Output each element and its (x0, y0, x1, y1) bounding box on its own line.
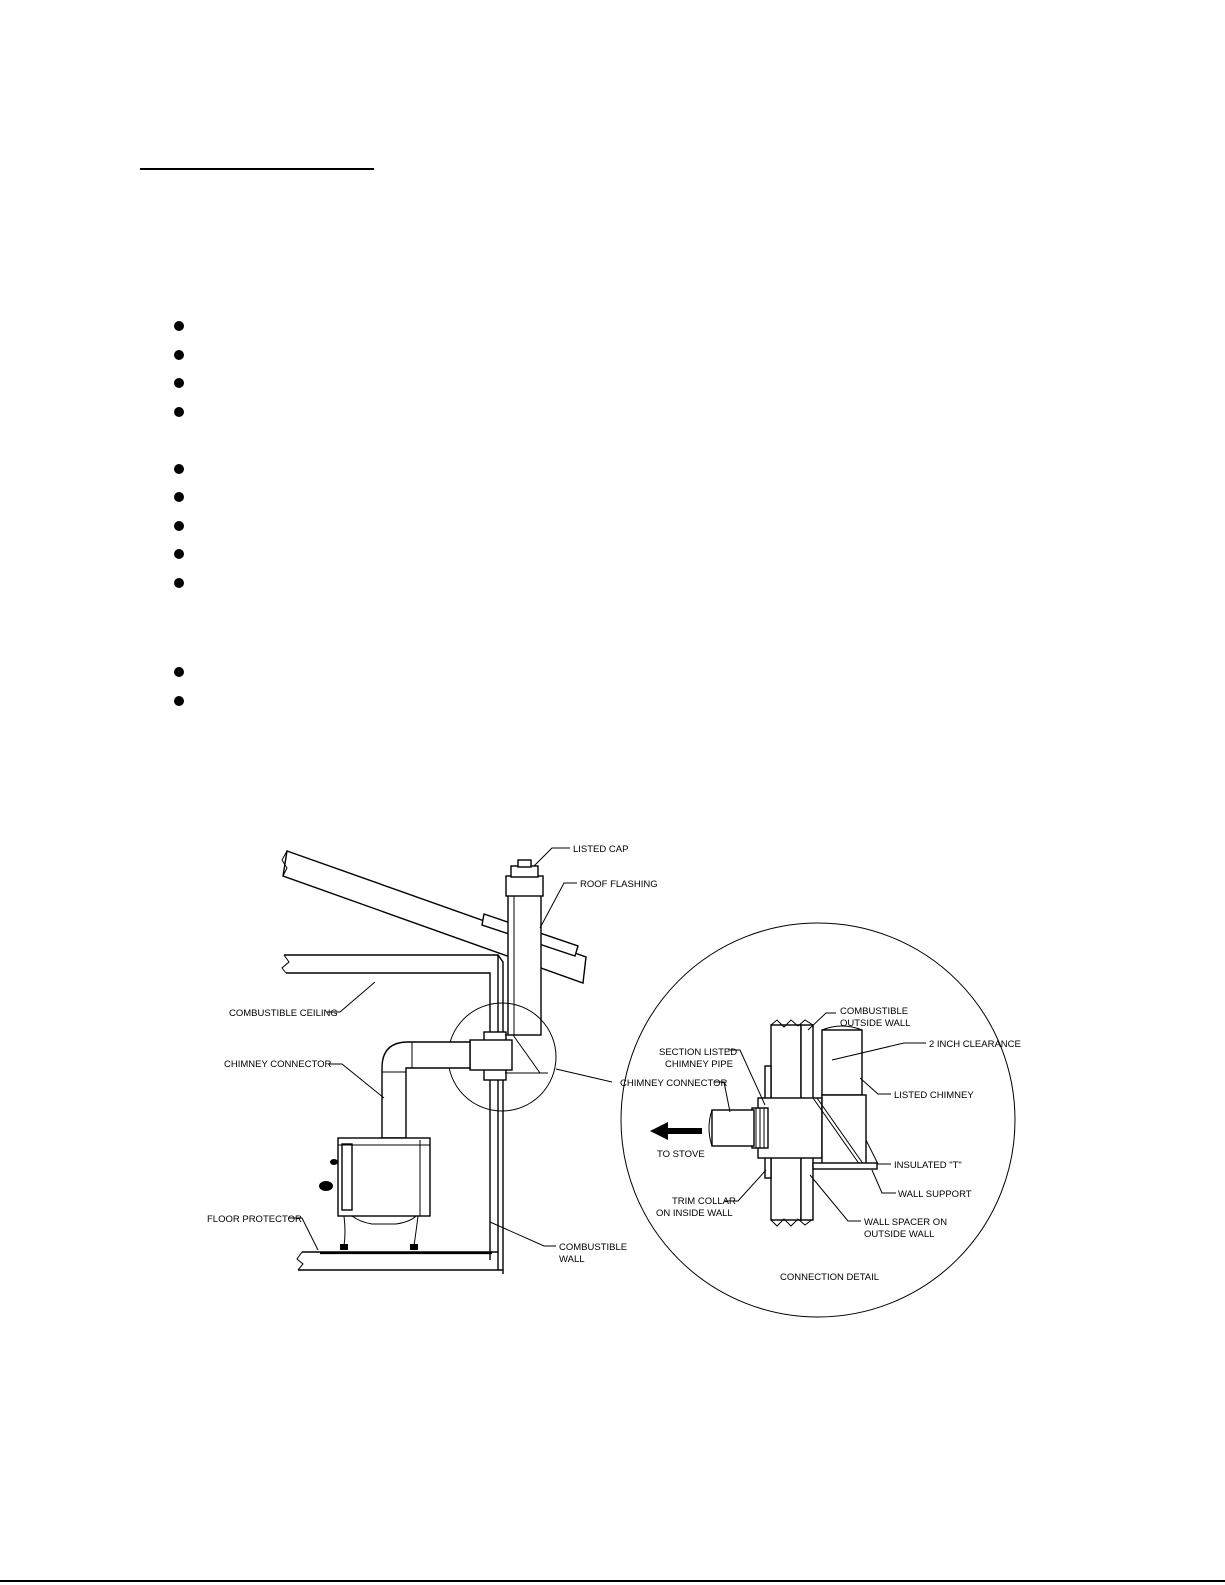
floor-break (296, 1251, 304, 1271)
roof-break (281, 850, 288, 877)
connection-detail (620, 922, 1016, 1318)
label-chimney-connector: CHIMNEY CONNECTOR (224, 1059, 331, 1070)
leader-section-pipe (728, 1049, 766, 1106)
label-section-pipe-1: SECTION LISTED (659, 1047, 737, 1058)
list-bullet (174, 521, 184, 531)
ceiling-line (284, 954, 504, 1270)
label-floor-protector: FLOOR PROTECTOR (207, 1214, 302, 1225)
list-bullet (174, 578, 184, 588)
listed-chimney (821, 1029, 863, 1096)
label-listed-chimney: LISTED CHIMNEY (894, 1090, 974, 1101)
stove-foot (410, 1244, 418, 1250)
label-wall-spacer-2: OUTSIDE WALL (864, 1229, 934, 1240)
label-clearance: 2 INCH CLEARANCE (929, 1039, 1021, 1050)
wall-top-break (770, 1019, 814, 1028)
leader-wall-support (871, 1169, 896, 1194)
leader-trim-collar (725, 1169, 767, 1202)
list-bullet (174, 696, 184, 706)
list-bullet (174, 407, 184, 417)
label-connection-detail: CONNECTION DETAIL (780, 1272, 879, 1283)
leader-chimney-connector (328, 1063, 385, 1099)
leader-combustible-wall (489, 1221, 556, 1247)
chimney-connector-pipe (381, 1041, 471, 1139)
chimney-cap-base (505, 875, 544, 897)
label-combustible-ceiling: COMBUSTIBLE CEILING (229, 1008, 338, 1019)
stove-legs (343, 1215, 419, 1247)
list-bullet (174, 492, 184, 502)
leader-roof-flashing (539, 882, 577, 929)
leader-listed-chimney (859, 1077, 891, 1095)
label-detail-outside-wall-2: OUTSIDE WALL (840, 1018, 910, 1029)
label-trim-collar-2: ON INSIDE WALL (656, 1208, 733, 1219)
list-bullet (174, 464, 184, 474)
list-bullet (174, 321, 184, 331)
list-bullet (174, 667, 184, 677)
label-wall-spacer-1: WALL SPACER ON (864, 1217, 947, 1228)
leader-insulated-tee (865, 1139, 891, 1165)
connection-detail-circle (620, 922, 1016, 1318)
exterior-chimney (507, 894, 542, 1036)
detail-chimney-connector (711, 1109, 755, 1147)
section-heading-underline (140, 168, 374, 170)
leader-listed-cap (533, 847, 570, 867)
leader-to-detail (555, 1068, 613, 1083)
label-combustible-wall-1: COMBUSTIBLE (559, 1242, 627, 1253)
stove-knob-icon (330, 1159, 338, 1165)
chimney-top (821, 1025, 863, 1031)
leader-clearance (831, 1042, 926, 1061)
stove-handle-icon (319, 1181, 333, 1191)
tee-brace (812, 1097, 861, 1166)
leader-lines (288, 847, 613, 1251)
thimble-collar (469, 1039, 513, 1071)
list-bullet (174, 350, 184, 360)
insulated-tee (821, 1094, 867, 1166)
diagram-labels: LISTED CAP ROOF FLASHING COMBUSTIBLE CEI… (207, 844, 1021, 1283)
label-section-pipe-2: CHIMNEY PIPE (665, 1059, 733, 1070)
label-roof-flashing: ROOF FLASHING (580, 879, 658, 890)
label-trim-collar-1: TRIM COLLAR (672, 1196, 736, 1207)
stove-foot (340, 1244, 348, 1250)
page-bottom-rule (0, 1580, 1225, 1582)
ceiling-break (281, 954, 290, 974)
label-listed-cap: LISTED CAP (573, 844, 628, 855)
leader-combustible-ceiling (327, 981, 376, 1013)
label-detail-chimney-connector: CHIMNEY CONNECTOR (620, 1078, 727, 1089)
wall-support (812, 1162, 878, 1170)
to-stove-arrow-icon (650, 1122, 702, 1140)
tee-brace (816, 1097, 865, 1166)
list-bullet (174, 549, 184, 559)
stove-door (341, 1143, 353, 1211)
support-brace (512, 1034, 541, 1074)
connector-end (708, 1109, 713, 1147)
wall-bottom-break (770, 1218, 814, 1227)
label-insulated-tee: INSULATED "T" (894, 1160, 962, 1171)
leader-floor-protector (288, 1217, 319, 1251)
leader-detail-outside-wall (807, 1012, 836, 1031)
wood-stove-body (337, 1137, 431, 1217)
cap-top (517, 859, 532, 868)
label-to-stove: TO STOVE (657, 1149, 705, 1160)
list-bullet (174, 378, 184, 388)
label-combustible-wall-2: WALL (559, 1254, 585, 1265)
ceiling-lower-line (286, 972, 491, 1260)
house-section (281, 850, 587, 1274)
label-detail-outside-wall-1: COMBUSTIBLE (840, 1006, 908, 1017)
leader-wall-spacer (809, 1174, 861, 1222)
label-wall-support: WALL SUPPORT (898, 1189, 972, 1200)
leader-detail-connector (714, 1081, 731, 1113)
